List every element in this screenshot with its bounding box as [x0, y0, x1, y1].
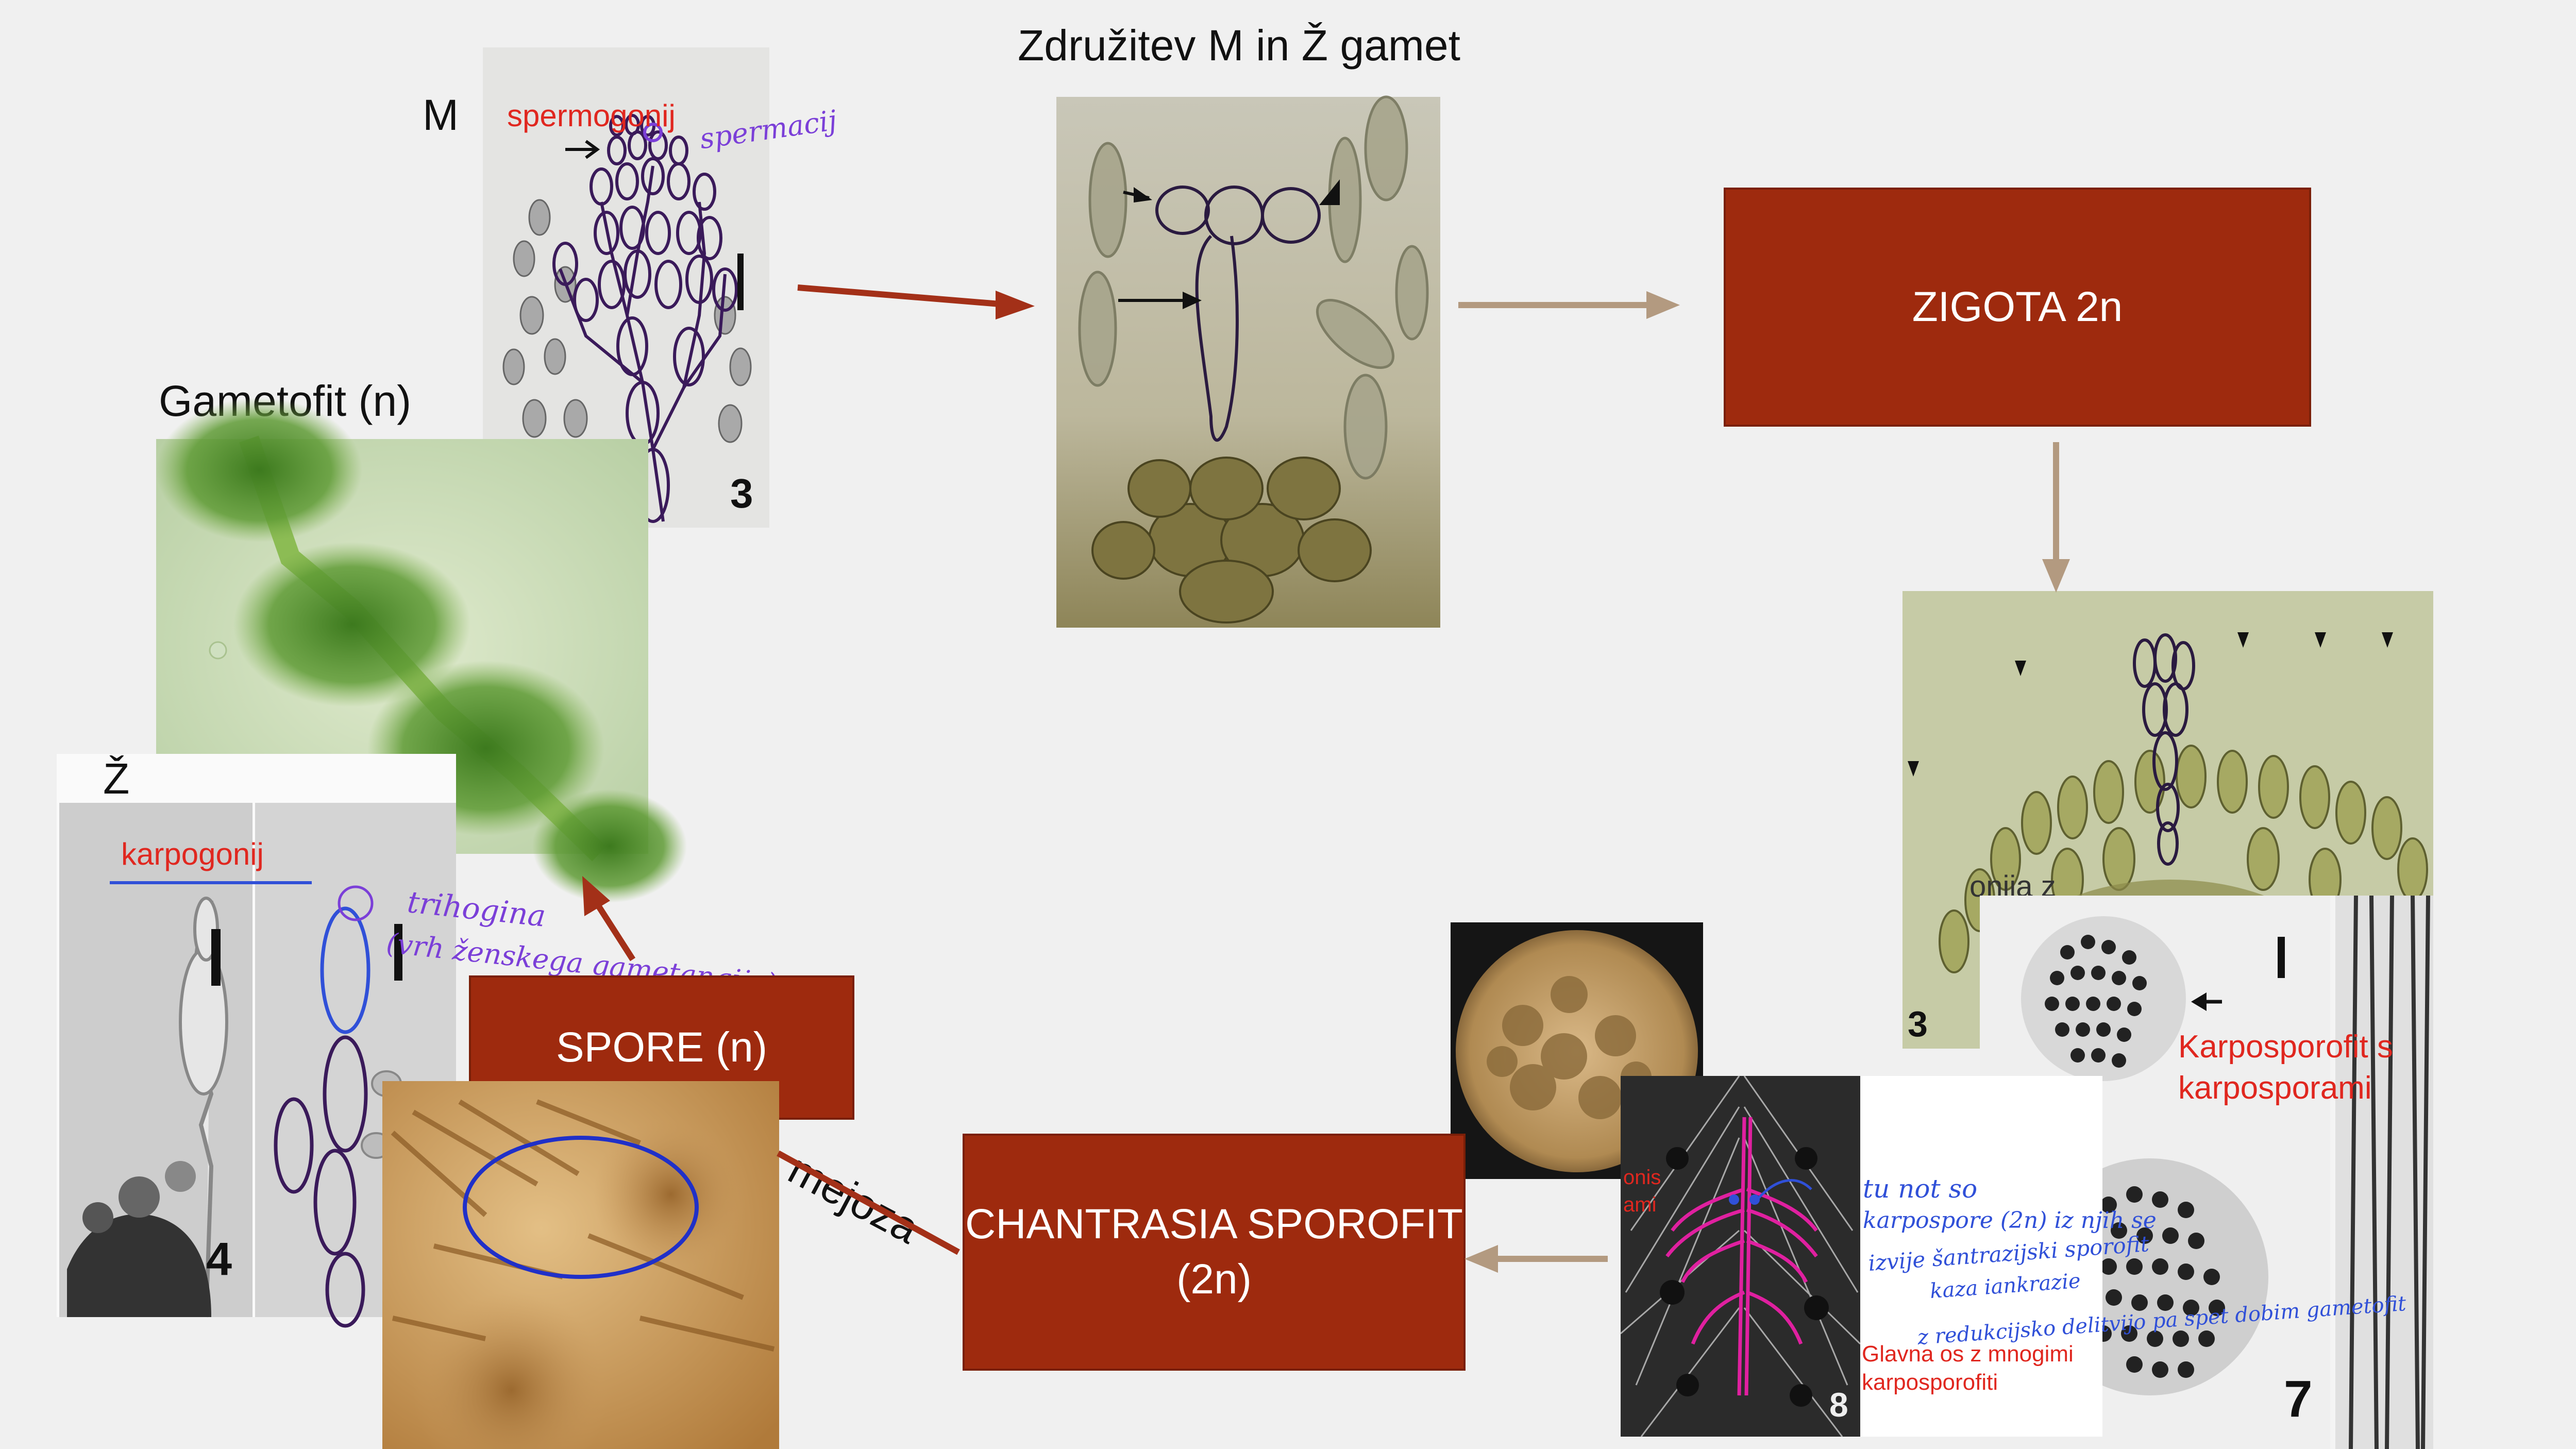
- karpogonij-drawing: [59, 803, 456, 1328]
- note-tu-not-so: tu not so: [1863, 1174, 1978, 1204]
- mejoza-label: mejoza: [781, 1144, 927, 1253]
- spore-box-label: SPORE (n): [555, 1023, 768, 1071]
- spore-micrograph: [382, 1081, 779, 1449]
- karpogonij-label: karpogonij: [121, 837, 264, 871]
- photo-number-4: 4: [206, 1234, 232, 1285]
- karposporami-label: karposporami: [2178, 1070, 2372, 1106]
- zigota-box-label: ZIGOTA 2n: [1912, 283, 2123, 330]
- sporofit-box-label-line2: (2n): [1176, 1256, 1252, 1303]
- karposporofit-axis-drawing: [1620, 1075, 2102, 1437]
- arrow-fusion-to-zigota: [1458, 291, 1680, 319]
- photo-number-7: 7: [2284, 1370, 2313, 1428]
- zigota-box: ZIGOTA 2n: [1724, 188, 2311, 427]
- photo-number-3b: 3: [1908, 1004, 1928, 1044]
- note-karpospore: karpospore (2n) iz njih se: [1863, 1207, 2157, 1234]
- photo-number-8: 8: [1829, 1386, 1848, 1424]
- partial-label-ami: ami: [1623, 1193, 1657, 1216]
- spore-micrograph-drawing: [382, 1081, 779, 1449]
- karpogonij-photo: Ž karpogonij 4: [57, 754, 456, 1328]
- sporofit-box: CHANTRASIA SPOROFIT (2n): [963, 1134, 1466, 1371]
- spermogonij-label: spermogonij: [507, 98, 676, 133]
- sporofit-box-label-line1: CHANTRASIA SPOROFIT: [965, 1201, 1463, 1248]
- photo-number-3: 3: [730, 470, 753, 516]
- gamete-fusion-photo: [1056, 95, 1440, 628]
- arrow-to-sporofit: [1464, 1245, 1608, 1273]
- arrow-zigota-down: [2042, 442, 2070, 593]
- karposporofit-label: Karposporofit s: [2178, 1029, 2393, 1065]
- arrow-gametes-to-fusion: [797, 284, 1035, 319]
- female-label: Ž: [103, 754, 130, 803]
- spermogonij-photo: spermogonij spermacij 3: [483, 47, 839, 528]
- glavna-os-label-2: karposporofiti: [1862, 1370, 1998, 1395]
- partial-label-onis: onis: [1623, 1166, 1661, 1189]
- male-label: M: [423, 91, 459, 139]
- karposporofit-axis-photo: tu not so karpospore (2n) iz njih se izv…: [1620, 1075, 2157, 1437]
- diagram-title: Združitev M in Ž gamet: [1018, 21, 1460, 70]
- glavna-os-label-1: Glavna os z mnogimi: [1862, 1341, 2074, 1367]
- gamete-fusion-drawing: [1056, 95, 1440, 628]
